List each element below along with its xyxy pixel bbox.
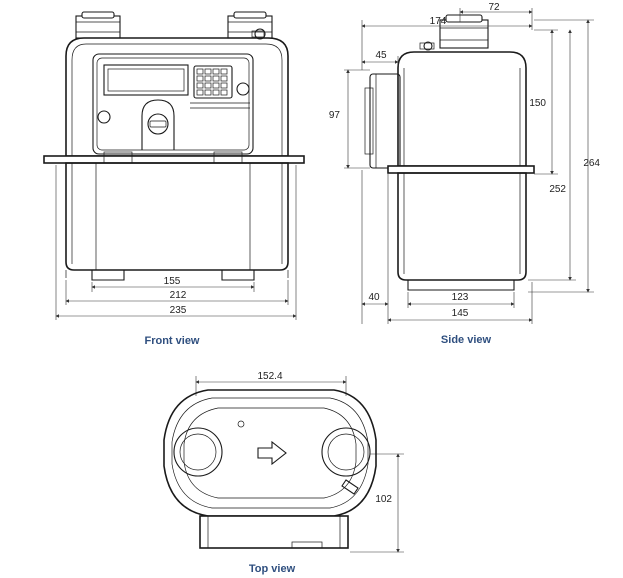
front-view: 155 212 235 Front view — [43, 11, 305, 347]
dim-side-145: 145 — [452, 308, 469, 319]
dim-top-102: 102 — [375, 494, 392, 505]
dim-side-97: 97 — [329, 110, 341, 121]
dim-side-252: 252 — [549, 184, 566, 195]
dim-side-123: 123 — [452, 292, 469, 303]
dim-side-72: 72 — [488, 2, 500, 13]
front-outlet-pipe — [227, 11, 273, 40]
top-outlet-opening — [321, 427, 371, 477]
dim-side-174: 174 — [430, 16, 447, 27]
dim-side-45: 45 — [375, 50, 387, 61]
dim-top-152-4: 152.4 — [257, 371, 282, 382]
top-inlet-opening — [173, 427, 223, 477]
right-screw-icon — [236, 82, 250, 96]
side-view: 174 72 45 97 150 252 264 40 123 145 Side… — [329, 2, 601, 346]
dim-front-235: 235 — [170, 305, 187, 316]
dim-front-155: 155 — [164, 276, 181, 287]
top-view: 152.4 102 Top view — [163, 371, 404, 575]
front-inlet-pipe — [75, 11, 121, 39]
left-screw-icon — [97, 110, 111, 124]
dim-side-150: 150 — [529, 98, 546, 109]
meter-display-panel — [92, 53, 254, 155]
top-dimensions — [195, 376, 404, 553]
top-view-caption: Top view — [249, 563, 296, 575]
side-dimensions — [344, 8, 594, 324]
dim-front-212: 212 — [170, 290, 187, 301]
front-dimensions — [55, 165, 297, 320]
flow-arrow-icon — [257, 440, 287, 466]
dim-side-40: 40 — [368, 292, 380, 303]
valve-icon — [141, 99, 175, 150]
front-view-caption: Front view — [144, 335, 199, 347]
keypad-icon — [193, 65, 233, 99]
side-view-caption: Side view — [441, 334, 492, 346]
dim-side-264: 264 — [583, 158, 600, 169]
